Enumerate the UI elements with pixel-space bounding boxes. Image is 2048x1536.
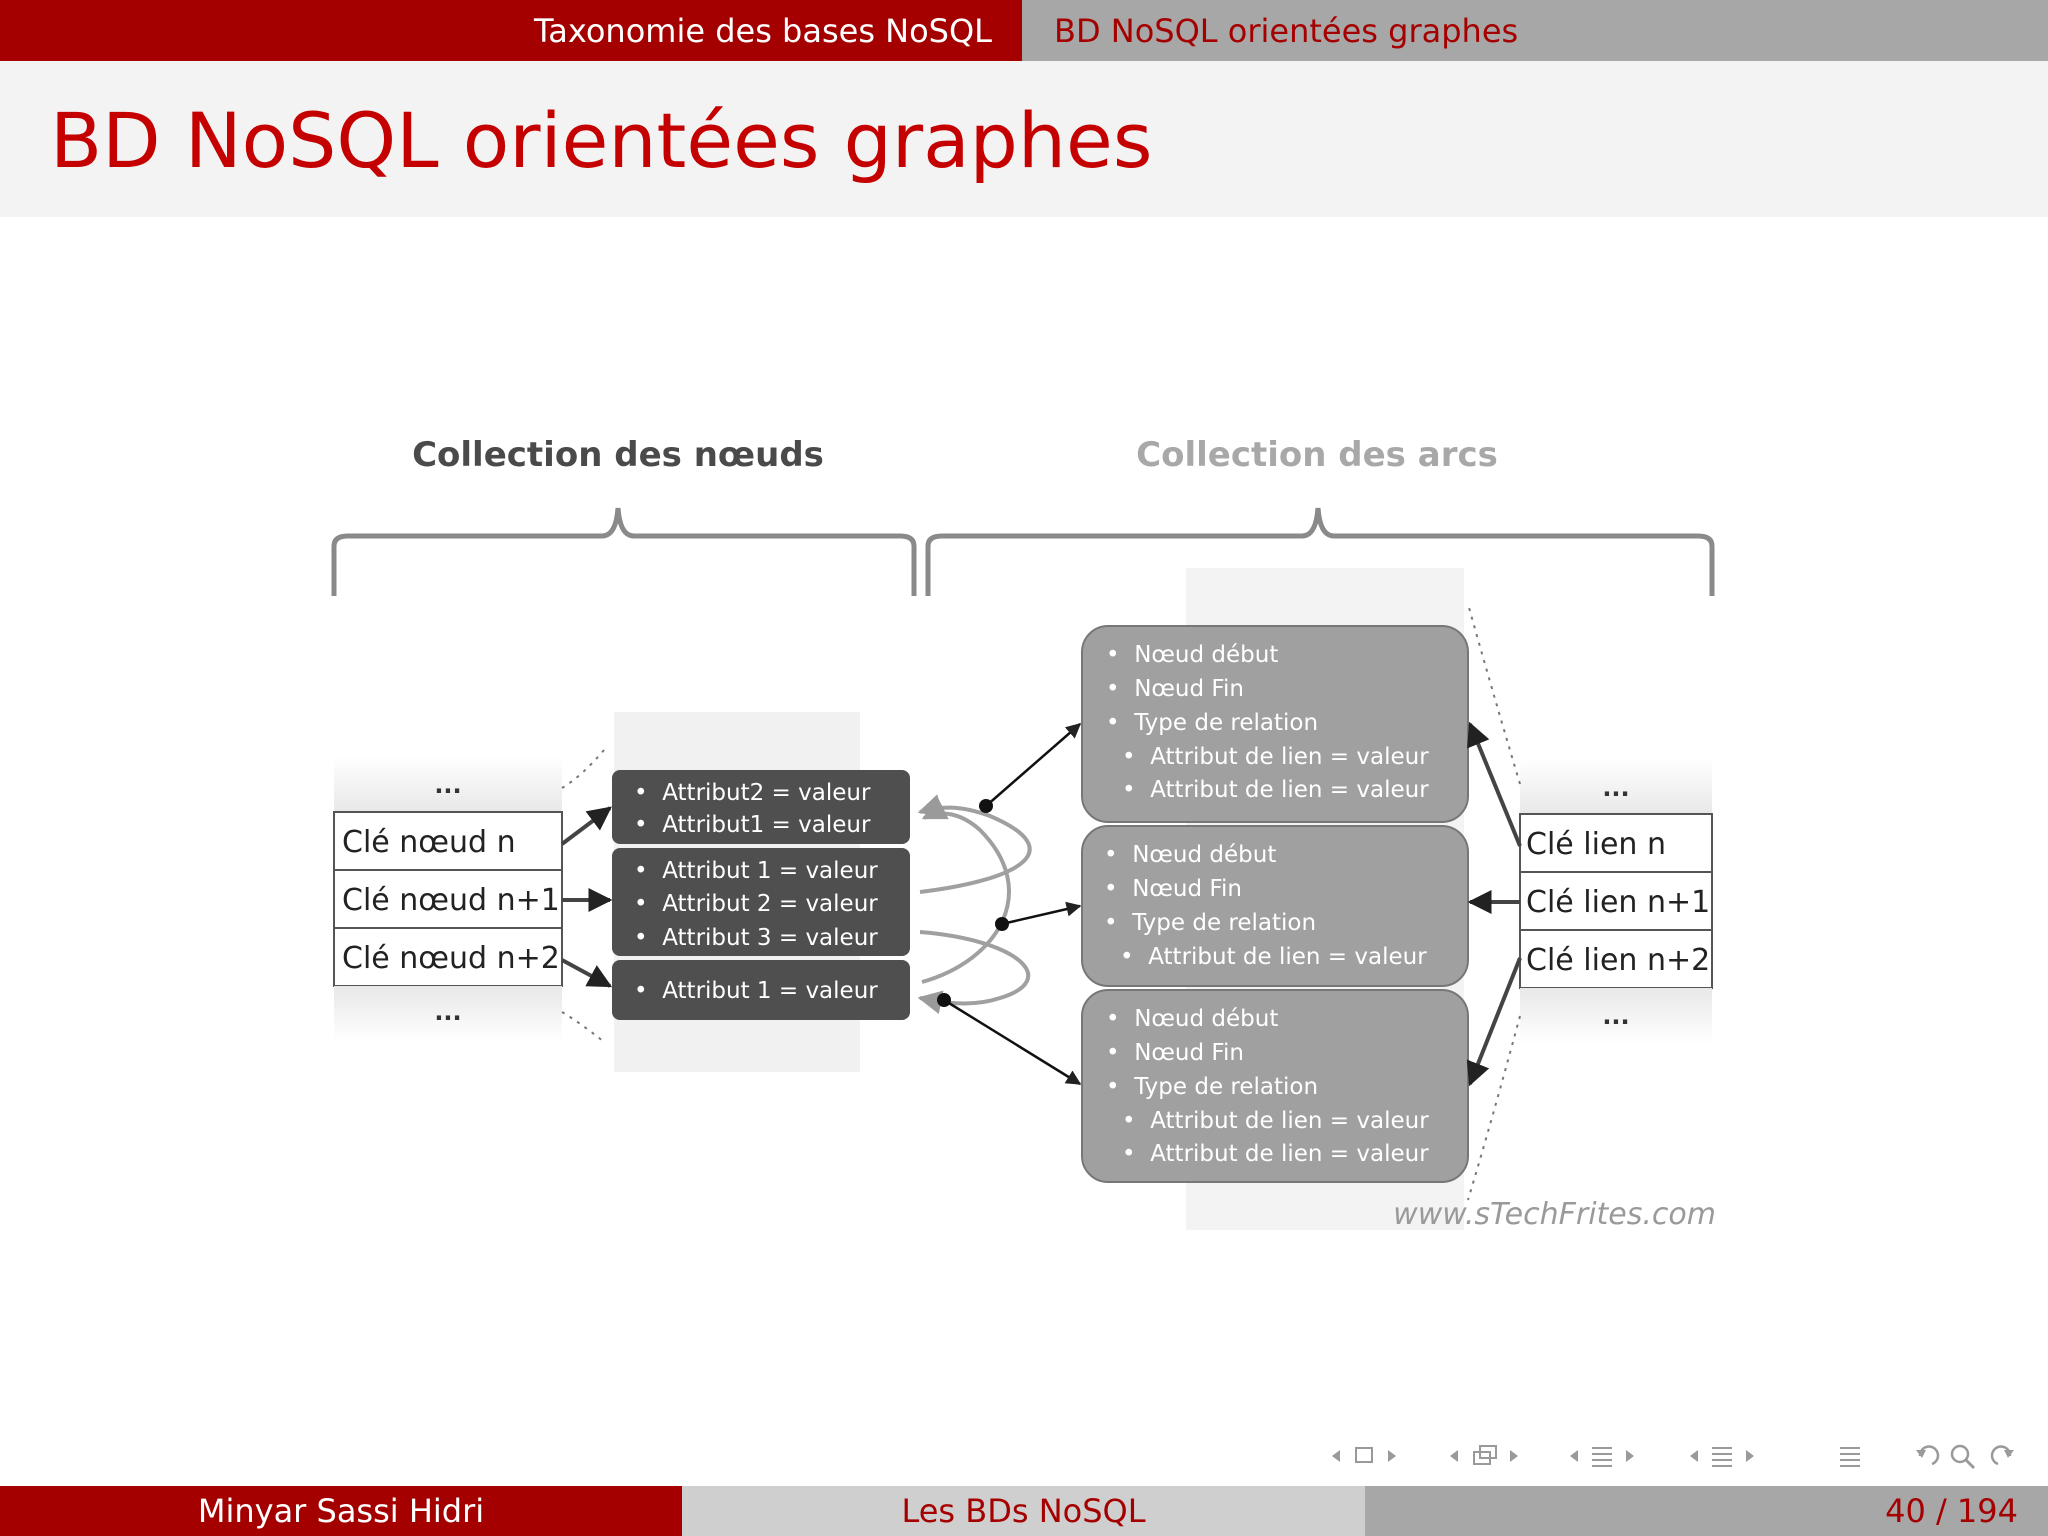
dotted-connector [1467,1015,1521,1201]
node-key-label: Clé nœud n+2 [342,941,560,976]
arc-attr-line: • Attribut de lien = valeur [1122,1108,1429,1134]
node-attr-box-3 [612,960,910,1020]
node-key-ellipsis-bottom-bg [334,986,562,1042]
arc-attr-line: • Nœud début [1106,642,1278,668]
arcs-brace [925,507,1715,596]
node-attr-box-2 [612,848,910,956]
link-to-arc-arrow [1467,721,1522,847]
nav-section-label: BD NoSQL orientées graphes [1054,11,1519,50]
slide-nav-icon[interactable] [1332,1447,1396,1463]
watermark: www.sTechFrites.com [1393,1197,1716,1232]
arc-attr-line: • Nœud début [1104,842,1276,868]
node-attr-line: • Attribut 2 = valeur [634,891,878,917]
dotted-connector [561,749,605,789]
slide-title: BD NoSQL orientées graphes [50,96,1153,185]
arc-attr-line: • Attribut de lien = valeur [1122,744,1429,770]
relation-loop [917,794,1032,894]
arc-attr-line: • Attribut de lien = valeur [1120,944,1427,970]
link-key-label: Clé lien n+1 [1526,885,1710,920]
link-key-ellipsis-top: ... [1602,774,1629,802]
diagram-canvas: Collection des nœuds Collection des arcs… [331,435,1716,1232]
dotted-connector [1467,603,1521,785]
top-navigation-bar: Taxonomie des bases NoSQL BD NoSQL orien… [0,0,2048,61]
link-key-ellipsis-bottom-bg [1520,988,1712,1044]
relation-loop [917,930,1031,1015]
arcs-collection-label: Collection des arcs [1136,435,1498,475]
arc-attr-line: • Type de relation [1106,710,1318,736]
nodes-collection-label: Collection des nœuds [412,435,824,475]
nav-section-graphes[interactable]: BD NoSQL orientées graphes [1022,0,2048,61]
arc-attr-line: • Nœud Fin [1106,676,1244,702]
node-key-ellipsis-top: ... [434,771,461,799]
back-forward-search-icon[interactable] [1916,1444,2014,1470]
page-number: 40 / 194 [1885,1492,2018,1530]
link-to-arc-arrow [1466,957,1522,1087]
arc-attr-line: • Nœud Fin [1104,876,1242,902]
node-key-ellipsis-bottom: ... [434,998,461,1026]
edge-arrow [985,723,1082,807]
frame-title-bar: BD NoSQL orientées graphes [0,61,2048,217]
key-to-attr-arrow [560,806,612,846]
node-key-ellipsis-top-bg [334,756,562,812]
arc-attr-line: • Attribut de lien = valeur [1122,1141,1429,1167]
edge-arrow [1001,901,1082,926]
relation-loop [921,797,1011,984]
node-attr-line: • Attribut 1 = valeur [634,858,878,884]
footer-title-box: Les BDs NoSQL [682,1486,1365,1536]
document-nav-icon[interactable] [1840,1447,1860,1467]
link-key-label: Clé lien n+2 [1526,943,1710,978]
graph-database-diagram: Collection des nœuds Collection des arcs… [320,420,1740,1250]
footer-title: Les BDs NoSQL [901,1492,1146,1530]
subsection-nav-icon[interactable] [1570,1447,1634,1467]
node-key-label: Clé nœud n+1 [342,883,560,918]
key-to-attr-arrow [561,958,613,988]
node-key-row-n [333,811,563,871]
node-key-label: Clé nœud n [342,825,516,860]
arc-attr-line: • Type de relation [1104,910,1316,936]
arc-attr-line: • Nœud début [1106,1006,1278,1032]
node-key-row-n1 [333,869,563,929]
node-attr-box-1 [612,770,910,844]
link-key-label: Clé lien n [1526,827,1666,862]
arc-attr-line: • Attribut de lien = valeur [1122,777,1429,803]
footer-author: Minyar Sassi Hidri [197,1492,485,1530]
section-nav-icon[interactable] [1690,1447,1754,1467]
footer-author-box: Minyar Sassi Hidri [0,1486,682,1536]
node-attr-line: • Attribut1 = valeur [634,812,871,838]
nodes-brace [331,507,917,596]
arc-attr-line: • Nœud Fin [1106,1040,1244,1066]
nav-section-taxonomie[interactable]: Taxonomie des bases NoSQL [0,0,1022,61]
node-attr-line: • Attribut2 = valeur [634,780,871,806]
link-key-ellipsis-top-bg [1520,758,1712,814]
edge-arrow [943,998,1082,1086]
node-attr-line: • Attribut 1 = valeur [634,978,878,1004]
link-key-row-n2 [1519,929,1713,989]
link-key-ellipsis-bottom: ... [1602,1002,1629,1030]
footer-page-box: 40 / 194 [1365,1486,2048,1536]
arc-attr-line: • Type de relation [1106,1074,1318,1100]
node-attr-line: • Attribut 3 = valeur [634,925,878,951]
footer-bar: Minyar Sassi Hidri Les BDs NoSQL 40 / 19… [0,1486,2048,1536]
dotted-connector [561,1011,605,1043]
nav-section-label: Taxonomie des bases NoSQL [534,11,992,50]
frame-nav-icon[interactable] [1450,1445,1518,1465]
beamer-navigation-symbols [1320,1436,2040,1476]
